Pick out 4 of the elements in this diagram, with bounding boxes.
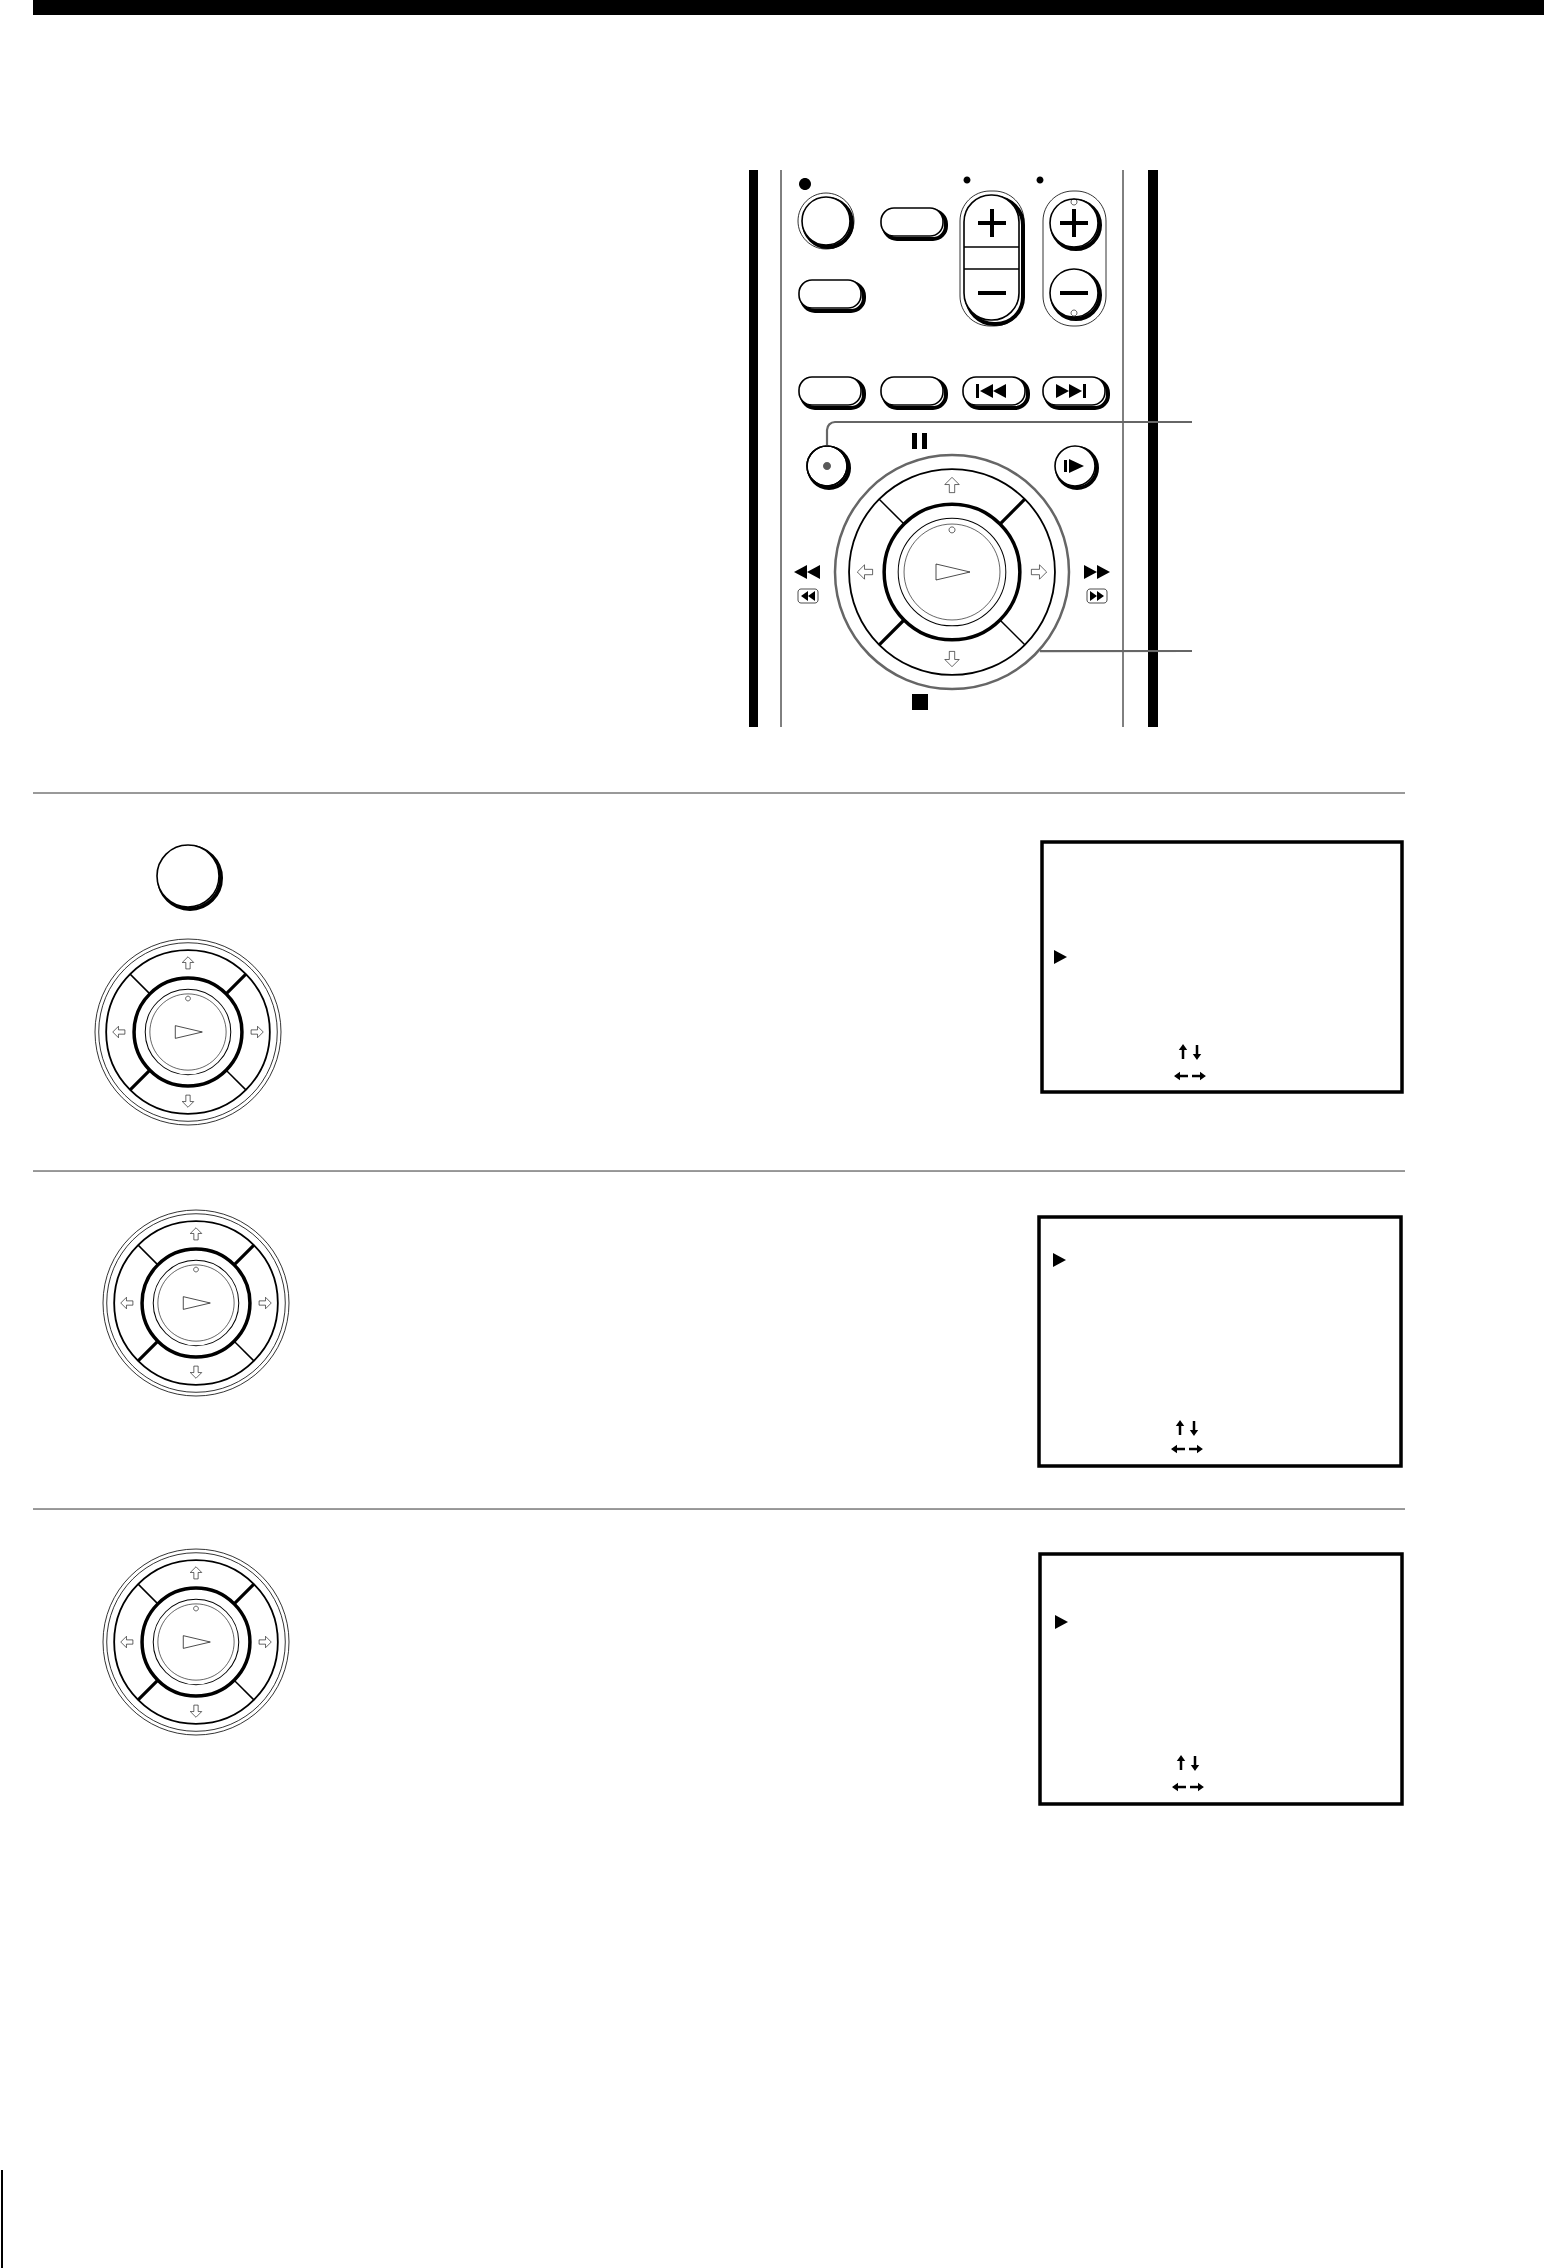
direction-pad	[833, 453, 1071, 691]
menu-button	[806, 445, 851, 490]
leader-line	[825, 420, 1192, 446]
leader-line	[1039, 649, 1192, 653]
